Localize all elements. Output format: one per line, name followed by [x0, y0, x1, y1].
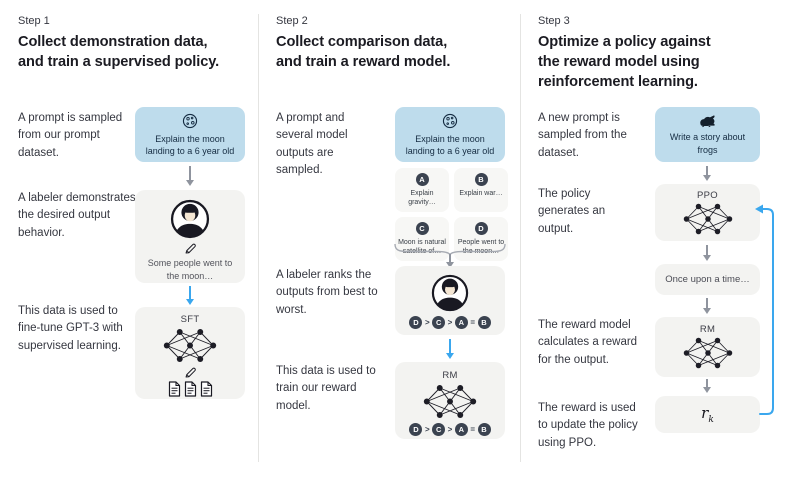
step3-heading: Optimize a policy against the reward mod… — [538, 34, 711, 91]
ranking-row: D > C > A = B — [409, 423, 491, 436]
output-badge: B — [474, 173, 488, 186]
rank-badge: B — [477, 423, 491, 436]
reward-value-symbol: rk — [701, 404, 714, 425]
pencil-icon — [184, 242, 197, 255]
frog-icon — [698, 113, 718, 128]
step1-heading: Collect demonstration data, and train a … — [18, 34, 220, 71]
step2-heading: Collect comparison data, and train a rew… — [276, 34, 451, 71]
step3-caption-update: The reward is used to update the policy … — [538, 402, 638, 449]
flow-arrow-down-icon — [702, 379, 712, 393]
rm-label: RM — [442, 370, 458, 381]
pencil-icon — [184, 366, 197, 379]
step2-rm-box: RM D > C > A = B — [395, 362, 505, 439]
step2-prompt-text: Explain the moon landing to a 6 year old — [405, 133, 495, 156]
rank-badge: C — [432, 423, 446, 436]
rank-separator: > — [424, 318, 430, 327]
flow-arrow-down-icon — [445, 339, 455, 359]
flow-arrow-down-icon — [702, 166, 712, 181]
column-divider — [258, 14, 259, 462]
output-card-b: B Explain war… — [454, 168, 508, 213]
labeler-avatar-icon — [169, 198, 211, 240]
output-card-d: D People went to the moon… — [454, 217, 508, 262]
output-badge: C — [415, 222, 429, 236]
rm-label: RM — [699, 324, 716, 335]
step3-caption-new-prompt: A new prompt is sampled from the dataset… — [538, 112, 627, 159]
moon-icon — [441, 112, 459, 130]
output-text: Explain war… — [459, 190, 503, 197]
neural-network-icon — [683, 336, 733, 370]
step1-caption-finetune: This data is used to fine-tune GPT-3 wit… — [18, 305, 123, 352]
feedback-arrow-icon — [755, 204, 774, 415]
step1-prompt-box: Explain the moon landing to a 6 year old — [135, 107, 245, 162]
step1-label: Step 1 — [18, 15, 50, 27]
step1-sft-box: SFT — [135, 307, 245, 399]
step2-caption-ranks: A labeler ranks the outputs from best to… — [276, 269, 378, 316]
step2-caption-train: This data is used to train our reward mo… — [276, 365, 376, 412]
rank-badge: D — [409, 423, 423, 436]
ranking-row: D > C > A = B — [409, 316, 491, 329]
documents-icon — [168, 381, 213, 397]
step1-demo-output-text: Some people went to the moon… — [147, 258, 233, 281]
rank-separator: = — [470, 425, 475, 434]
flow-arrow-down-icon — [445, 254, 455, 268]
flow-arrow-down-icon — [185, 286, 195, 305]
step3-prompt-text: Write a story about frogs — [669, 132, 746, 155]
step3-output-text: Once upon a time… — [665, 274, 750, 285]
moon-icon — [181, 112, 199, 130]
step1-caption-labeler: A labeler demonstrates the desired outpu… — [18, 192, 136, 239]
rank-separator: = — [470, 318, 475, 327]
step1-labeler-box: Some people went to the moon… — [135, 190, 245, 283]
step2-caption-sampled: A prompt and several model outputs are s… — [276, 112, 348, 176]
step3-ppo-box: PPO — [655, 184, 760, 241]
step3-caption-reward: The reward model calculates a reward for… — [538, 319, 638, 366]
step3-label: Step 3 — [538, 15, 570, 27]
output-card-a: A Explain gravity… — [395, 168, 449, 213]
neural-network-icon — [683, 202, 733, 236]
rank-separator: > — [447, 318, 453, 327]
output-badge: D — [474, 222, 488, 236]
step3-rm-box: RM — [655, 317, 760, 377]
rank-badge: C — [432, 316, 446, 329]
column-divider — [520, 14, 521, 462]
output-text: Explain gravity… — [408, 190, 436, 207]
ppo-label: PPO — [697, 190, 718, 201]
rank-separator: > — [424, 425, 430, 434]
step3-output-box: Once upon a time… — [655, 264, 760, 295]
step2-labeler-box: D > C > A = B — [395, 266, 505, 335]
step2-label: Step 2 — [276, 15, 308, 27]
sft-label: SFT — [180, 314, 200, 325]
flow-arrow-down-icon — [185, 166, 195, 186]
neural-network-icon — [163, 327, 217, 364]
rank-badge: A — [454, 316, 468, 329]
labeler-avatar-icon — [430, 273, 470, 313]
rank-separator: > — [447, 425, 453, 434]
step2-prompt-box: Explain the moon landing to a 6 year old — [395, 107, 505, 162]
step1-prompt-text: Explain the moon landing to a 6 year old — [145, 133, 235, 156]
rank-badge: B — [477, 316, 491, 329]
neural-network-icon — [423, 383, 477, 420]
step3-reward-box: rk — [655, 396, 760, 433]
step3-prompt-box: Write a story about frogs — [655, 107, 760, 162]
rank-badge: A — [454, 423, 468, 436]
step3-caption-policy: The policy generates an output. — [538, 188, 606, 235]
output-badge: A — [415, 173, 429, 186]
rank-badge: D — [409, 316, 423, 329]
flow-arrow-down-icon — [702, 298, 712, 314]
step1-caption-prompt: A prompt is sampled from our prompt data… — [18, 112, 123, 159]
flow-arrow-down-icon — [702, 245, 712, 261]
